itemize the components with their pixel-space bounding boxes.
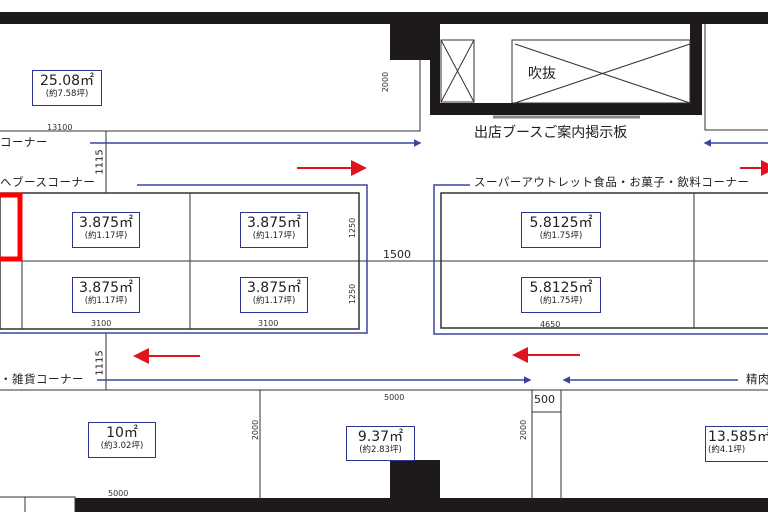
area-value: 5.8125㎡: [529, 280, 593, 296]
area-value: 3.875㎡: [78, 215, 134, 231]
room-label: 10㎡ (約3.02坪): [88, 422, 156, 458]
bottom-left-boxes: [0, 496, 76, 512]
booth-label: 3.875㎡ (約1.17坪): [240, 212, 308, 248]
area-value: 10㎡: [106, 425, 138, 441]
room-label: 9.37㎡ (約2.83坪): [346, 426, 415, 461]
guide-left-block: [0, 184, 368, 334]
corner-label-supermarket: スーパーアウトレット食品・お菓子・飲料コーナー: [474, 175, 750, 189]
void-wall-right: [690, 24, 702, 115]
small-void-cross: [440, 39, 475, 103]
dim-top-room-width: 13100: [47, 123, 73, 132]
area-value: 5.8125㎡: [529, 215, 593, 231]
gap-dim-box: [531, 389, 562, 413]
tsubo-value: (約1.17坪): [84, 296, 128, 306]
top-room-outline: [0, 60, 421, 132]
corner-label-meat: 精肉: [746, 372, 768, 386]
dim-booth-depth-top: 1250: [348, 217, 358, 239]
booth-label: 5.8125㎡ (約1.75坪): [521, 277, 601, 313]
area-value: 25.08㎡: [39, 73, 95, 89]
tsubo-value: (約1.17坪): [252, 296, 296, 306]
tsubo-value: (約1.17坪): [84, 231, 128, 241]
tsubo-value: (約1.75坪): [539, 231, 583, 241]
walls: [0, 12, 768, 512]
area-value: 9.37㎡: [357, 429, 404, 445]
flow-arrows: [133, 160, 768, 364]
corner-label-top-1: コーナー: [0, 135, 48, 149]
area-value: 3.875㎡: [78, 280, 134, 296]
tsubo-value: (約1.75坪): [539, 296, 583, 306]
dim-booth-width-1: 3100: [91, 319, 112, 328]
booth-label: 5.8125㎡ (約1.75坪): [521, 212, 601, 248]
dim-lower-aisle: 1115: [94, 350, 106, 376]
area-label-top-room: 25.08㎡ (約7.58坪): [32, 70, 102, 106]
dim-upper-aisle: 1115: [94, 149, 106, 175]
plan-lines: [0, 24, 768, 512]
tsubo-value: (約1.17坪): [252, 231, 296, 241]
booth-label: 3.875㎡ (約1.17坪): [72, 212, 140, 248]
tsubo-value: (約2.83坪): [359, 445, 402, 455]
area-value: 3.875㎡: [246, 280, 302, 296]
tsubo-value: (約4.1坪): [708, 445, 746, 455]
highlight-booth: [0, 192, 23, 262]
tsubo-value: (約7.58坪): [45, 89, 89, 99]
corner-label-top-2: ヘブースコーナー: [0, 175, 96, 189]
corner-label-goods: ・雑貨コーナー: [0, 372, 84, 386]
right-booth-block: [440, 192, 768, 329]
dim-room-2-depth-right: 2000: [519, 419, 529, 441]
dim-room-1-width: 5000: [108, 489, 129, 498]
booth-label: 3.875㎡ (約1.17坪): [72, 277, 140, 313]
column-bottom: [390, 460, 440, 512]
void-cross: [514, 43, 691, 104]
right-top-room-outline: [704, 24, 768, 131]
small-void-box: [440, 39, 475, 103]
column-top: [390, 24, 430, 60]
dim-room-2-width: 5000: [384, 393, 405, 402]
void-wall-bottom: [430, 103, 702, 115]
room-label: 13.585㎡ (約4.1坪): [705, 426, 768, 462]
void-wall-left: [430, 24, 440, 115]
guide-right-block: [433, 184, 768, 335]
guide-lines: [0, 139, 768, 384]
area-value: 13.585㎡: [708, 429, 768, 445]
dim-center-aisle: 1500: [383, 248, 411, 261]
top-wall: [0, 12, 768, 24]
tsubo-value: (約3.02坪): [100, 441, 144, 451]
dim-booth-width-2: 3100: [258, 319, 279, 328]
dim-room-2-depth-left: 2000: [251, 419, 261, 441]
booth-label: 3.875㎡ (約1.17坪): [240, 277, 308, 313]
dim-top-room-depth: 2000: [381, 71, 391, 93]
dim-booth-depth-bottom: 1250: [348, 283, 358, 305]
void-box: [511, 39, 691, 104]
dim-right-booth-width: 4650: [540, 320, 561, 329]
area-value: 3.875㎡: [246, 215, 302, 231]
void-label: 吹抜: [528, 66, 556, 82]
dim-gap: 500: [534, 393, 555, 406]
notice-board-label: 出店ブースご案内掲示板: [474, 125, 628, 141]
